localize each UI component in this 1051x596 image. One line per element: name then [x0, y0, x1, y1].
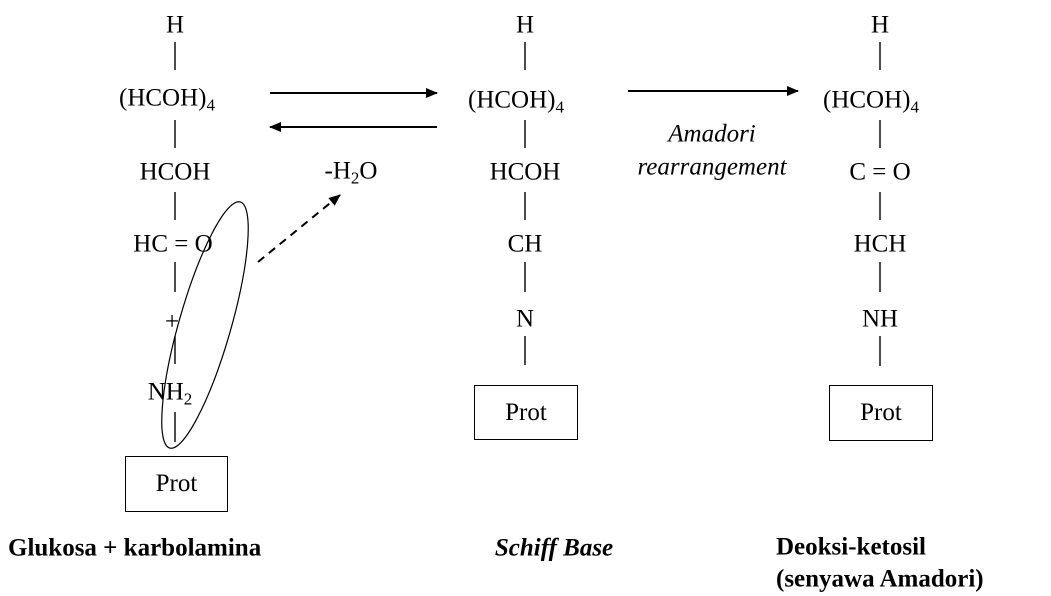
atom-h: H [515, 11, 535, 39]
amadori-label-line2: rearrangement [637, 153, 787, 181]
caption-glucose: Glukosa + karbolamina [8, 534, 262, 562]
atom-hch: HCH [853, 230, 907, 258]
water-loss-ellipse [161, 201, 249, 449]
dashed-arrow [257, 194, 341, 263]
protein-box: Prot [125, 456, 228, 512]
protein-box: Prot [829, 385, 933, 441]
atom-hcoh: HCOH [489, 158, 561, 186]
atom-h: H [870, 11, 890, 39]
atom-h: H [165, 11, 185, 39]
caption-schiff: Schiff Base [494, 534, 614, 562]
atom-hcoh4: (HCOH)4 [119, 84, 215, 115]
atom-nh2: NH2 [147, 378, 193, 409]
protein-box: Prot [474, 385, 578, 440]
caption-amadori-line2: (senyawa Amadori) [776, 565, 984, 593]
atom-hcoh4: (HCOH)4 [823, 86, 919, 117]
amadori-label-line1: Amadori [668, 120, 756, 148]
atom-n: N [515, 305, 535, 333]
atom-ch: CH [507, 230, 543, 258]
atom-aldehyde: HC = O [133, 230, 213, 258]
atom-ketone: C = O [849, 158, 911, 186]
plus-sign: + [164, 308, 180, 336]
water-loss-label: -H2O [324, 157, 378, 188]
atom-hcoh4: (HCOH)4 [468, 86, 564, 117]
atom-hcoh: HCOH [139, 158, 211, 186]
caption-amadori-line1: Deoksi-ketosil [776, 533, 926, 561]
atom-nh: NH [861, 305, 899, 333]
